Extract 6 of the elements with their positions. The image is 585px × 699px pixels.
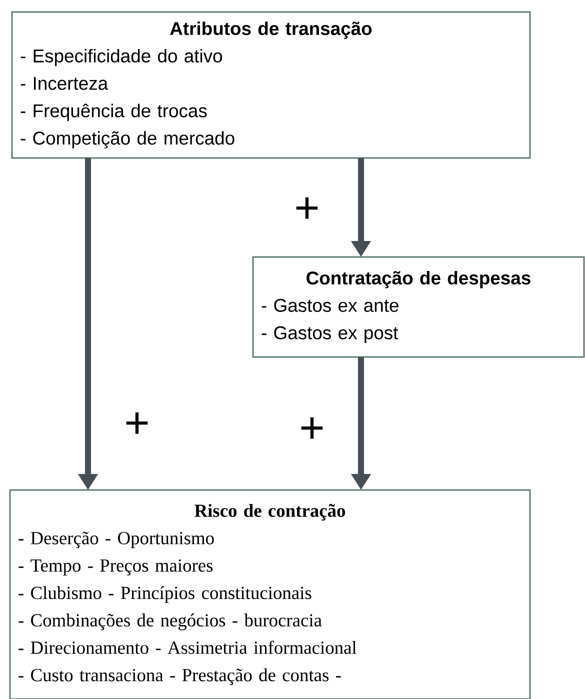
text-box: Atributos de transação - Especificidade do ativo - Incerteza - Frequência de trocas - Competição de mercado (11, 11, 531, 159)
plus-sign: + (301, 417, 323, 439)
text-box: Contratação de despesas - Gastos ex ante - Gastos ex post (252, 256, 585, 358)
plus-sign: + (296, 197, 318, 219)
text-box: Risco de contração - Deserção - Oportunismo - Tempo - Preços maiores - Clubismo - Princípios constitucionais - Combinações de negócios - burocracia - Direcionamento - Assimetria informacional - Custo transaciona - Prestação de contas - (9, 489, 531, 699)
plus-sign: + (126, 412, 148, 434)
